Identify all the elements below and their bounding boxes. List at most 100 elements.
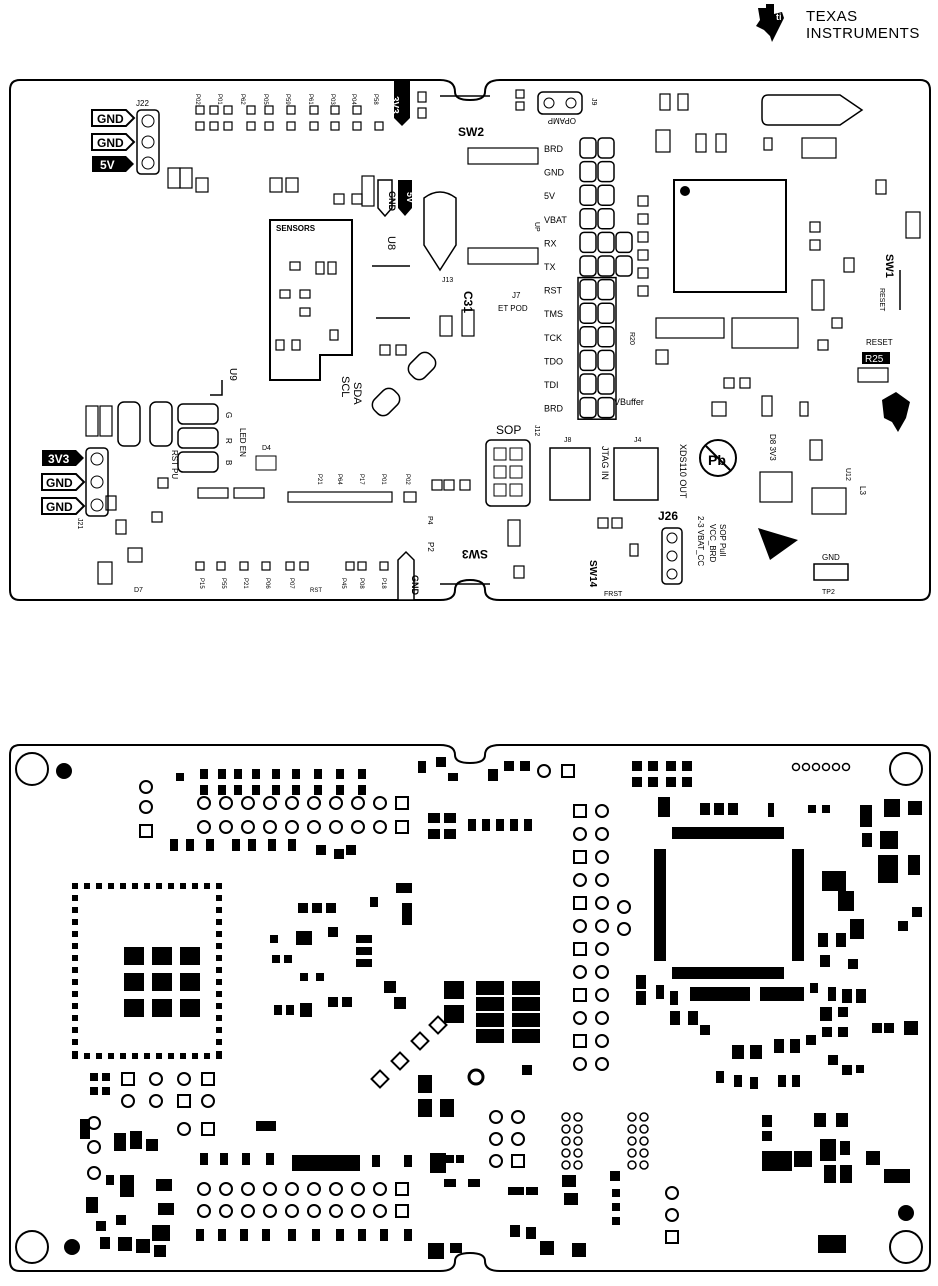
- round-pad: [373, 796, 387, 810]
- vbuffer-label: VBuffer: [614, 397, 644, 407]
- module-pad: [96, 883, 102, 889]
- jtag-hole: [561, 1148, 571, 1158]
- smd-pad: [218, 785, 226, 795]
- round-pad: [511, 1132, 525, 1146]
- module-pad: [204, 883, 210, 889]
- square-pad: [573, 1034, 587, 1048]
- smd-pad: [700, 1025, 710, 1035]
- smd-pad: [648, 761, 658, 771]
- smd-pad: [670, 991, 678, 1005]
- smd-pad: [496, 819, 504, 831]
- j8-jtag-in[interactable]: [549, 447, 591, 501]
- round-pad: [201, 1094, 215, 1108]
- smd-pad: [296, 931, 312, 945]
- smd-pad: [866, 1151, 880, 1165]
- smd-pad: [80, 1119, 90, 1139]
- small-hole: [821, 762, 831, 772]
- j4-xds110-out[interactable]: [613, 447, 659, 501]
- smd-pad: [288, 1229, 296, 1241]
- smd-pad: [196, 1229, 204, 1241]
- round-pad: [595, 1034, 609, 1048]
- round-pad: [285, 796, 299, 810]
- j21-header[interactable]: [85, 447, 109, 517]
- esd-warning-icon: [758, 528, 798, 560]
- module-pad: [72, 883, 78, 889]
- module-ground-pad: [180, 973, 200, 991]
- svg-text:3V3: 3V3: [48, 452, 70, 466]
- smd-pad: [862, 833, 872, 847]
- round-pad: [263, 1182, 277, 1196]
- pod-label: TDI: [544, 380, 559, 390]
- board-outline-bottom: [9, 744, 931, 1272]
- j2-connector[interactable]: [761, 94, 864, 126]
- square-pad: [201, 1072, 215, 1086]
- svg-text:P59: P59: [284, 94, 290, 105]
- tp2-pad[interactable]: [813, 563, 849, 581]
- smd-pad: [610, 1171, 620, 1181]
- round-pad: [87, 1140, 101, 1154]
- pod-pin-b: [597, 231, 615, 254]
- module-pad: [216, 1003, 222, 1009]
- smd-pad: [446, 1155, 454, 1163]
- jtag-hole: [639, 1124, 649, 1134]
- smd-pad: [234, 769, 242, 779]
- board-bottom-pads: [0, 735, 938, 1281]
- square-pad: [395, 1182, 409, 1196]
- sop-label: SOP: [496, 423, 521, 437]
- module-pad: [180, 883, 186, 889]
- module-pad: [84, 883, 90, 889]
- smd-pad: [612, 1203, 620, 1211]
- rst-pu-label: RST PU: [170, 450, 179, 479]
- smd-pad: [526, 1227, 536, 1239]
- small-hole: [831, 762, 841, 772]
- round-pad: [595, 1011, 609, 1025]
- gnd-tag-1: GND: [91, 109, 136, 127]
- reset-label-2: RESET: [866, 338, 893, 347]
- jtag-in-label: JTAG IN: [600, 446, 610, 480]
- pod-label: VBAT: [544, 215, 567, 225]
- ti-wordmark: Texas Instruments: [806, 8, 920, 42]
- smd-pad: [266, 1153, 274, 1165]
- jtag-hole: [573, 1112, 583, 1122]
- pod-jumper-block[interactable]: [577, 137, 633, 420]
- jtag-hole: [627, 1148, 637, 1158]
- smd-pad: [402, 903, 412, 925]
- smd-pad: [300, 1003, 312, 1017]
- smd-pad: [220, 1153, 228, 1165]
- module-pad: [132, 883, 138, 889]
- module-pad: [108, 883, 114, 889]
- u9-corner: [210, 380, 223, 396]
- sop-pull-labels: SOP Pull VCC_BRD 2-3 VBAT_CC: [696, 516, 727, 566]
- smd-pad: [790, 1039, 800, 1053]
- mounting-holes: [15, 752, 923, 1264]
- opamp-j9[interactable]: [537, 91, 583, 115]
- square-pad: [395, 820, 409, 834]
- svg-text:GND: GND: [46, 476, 73, 490]
- smd-pad: [814, 1113, 826, 1127]
- round-pad: [351, 796, 365, 810]
- small-hole: [801, 762, 811, 772]
- sop-jumper[interactable]: [485, 439, 531, 507]
- led-jumper-block[interactable]: [117, 401, 219, 473]
- smd-pad: [820, 955, 830, 967]
- j26-label: J26: [658, 509, 678, 523]
- j26-header[interactable]: [661, 527, 683, 585]
- sda-scl-pads[interactable]: [369, 349, 439, 419]
- smd-pad: [156, 1179, 172, 1191]
- smd-pad: [372, 1155, 380, 1167]
- smd-pad: [158, 1203, 174, 1215]
- j22-header[interactable]: [136, 109, 160, 175]
- smd-pad: [102, 1073, 110, 1081]
- module-pad: [204, 1053, 210, 1059]
- svg-text:P45: P45: [340, 578, 346, 589]
- smd-pad: [266, 1121, 276, 1131]
- smd-pad: [444, 813, 456, 823]
- svg-text:SENSORS: SENSORS: [276, 224, 316, 233]
- smd-pad: [840, 1141, 850, 1155]
- pod-pin-b: [597, 184, 615, 206]
- oval-connector: [423, 191, 457, 272]
- svg-text:P03: P03: [329, 94, 335, 105]
- smd-pad: [856, 1065, 864, 1073]
- round-pad: [595, 873, 609, 887]
- module-pad: [72, 1027, 78, 1033]
